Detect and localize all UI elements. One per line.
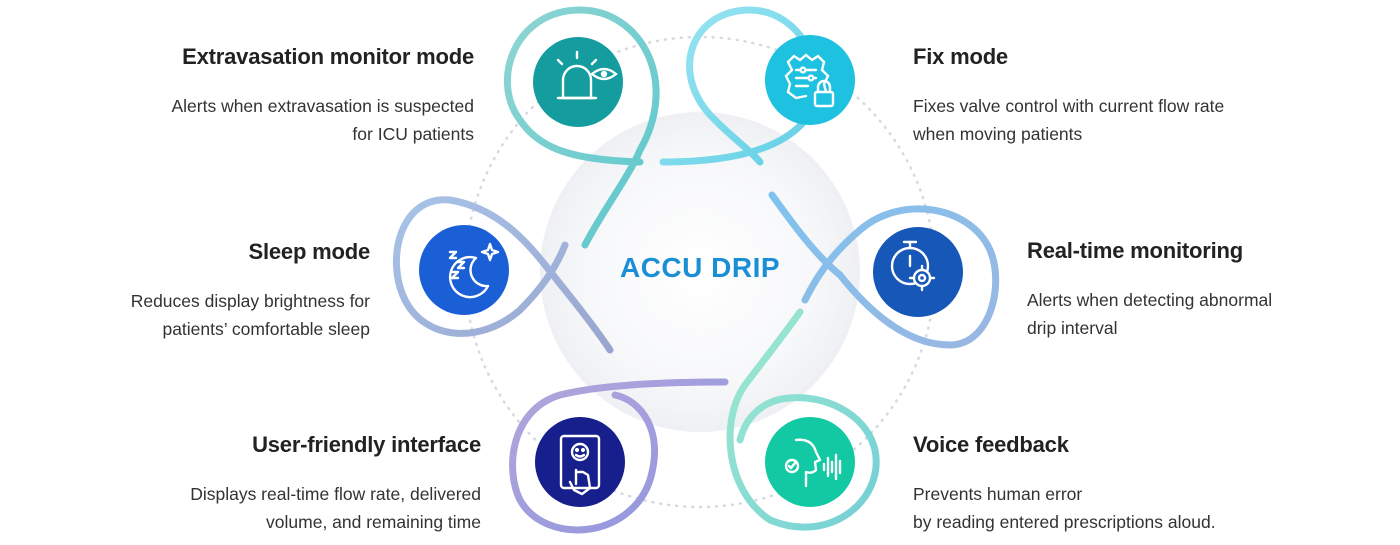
loop-realtime bbox=[768, 191, 1000, 349]
feature-title: Voice feedback bbox=[913, 432, 1069, 457]
feature-title: Fix mode bbox=[913, 44, 1008, 69]
feature-desc-line: drip interval bbox=[1027, 318, 1118, 338]
gear-lock-icon bbox=[784, 53, 835, 108]
extravasation-node bbox=[533, 37, 623, 127]
extravasation-icon-circle bbox=[533, 37, 623, 127]
loop-sleep bbox=[392, 196, 614, 354]
feature-desc-line: Prevents human error bbox=[913, 484, 1083, 504]
voice-node bbox=[765, 417, 855, 507]
loop-ui bbox=[509, 378, 729, 534]
ui-node bbox=[535, 417, 625, 507]
feature-ui: User-friendly interface Displays real-ti… bbox=[190, 432, 481, 536]
sleep-icon-circle bbox=[419, 225, 509, 315]
loop-extravasation bbox=[503, 6, 660, 249]
alarm-eye-icon bbox=[556, 50, 618, 100]
feature-desc-line: Alerts when detecting abnormal bbox=[1027, 290, 1273, 310]
feature-desc-line: volume, and remaining time bbox=[266, 512, 481, 532]
feature-title: Extravasation monitor mode bbox=[182, 44, 474, 69]
touch-screen-icon bbox=[559, 434, 601, 496]
stopwatch-gear-icon bbox=[890, 240, 936, 292]
feature-sleep: Sleep mode Reduces display brightness fo… bbox=[131, 239, 370, 343]
feature-title: Real-time monitoring bbox=[1027, 238, 1244, 263]
feature-desc-line: Fixes valve control with current flow ra… bbox=[913, 96, 1225, 116]
loop-strokes bbox=[392, 6, 1000, 534]
loop-voice bbox=[726, 308, 880, 531]
feature-realtime: Real-time monitoring Alerts when detecti… bbox=[1027, 238, 1272, 342]
feature-desc-line: patients’ comfortable sleep bbox=[162, 319, 370, 339]
feature-fix: Fix mode Fixes valve control with curren… bbox=[913, 44, 1224, 148]
loop-fix bbox=[659, 6, 821, 166]
moon-zzz-icon bbox=[448, 242, 500, 299]
feature-desc-line: Displays real-time flow rate, delivered bbox=[190, 484, 481, 504]
center-title: ACCU DRIP bbox=[619, 252, 781, 283]
feature-title: User-friendly interface bbox=[252, 432, 481, 457]
feature-desc-line: Alerts when extravasation is suspected bbox=[171, 96, 474, 116]
feature-desc-line: for ICU patients bbox=[352, 124, 474, 144]
feature-voice: Voice feedback Prevents human error by r… bbox=[913, 432, 1216, 536]
feature-desc-line: when moving patients bbox=[913, 124, 1083, 144]
feature-extravasation: Extravasation monitor mode Alerts when e… bbox=[171, 44, 474, 148]
voice-icon-circle bbox=[765, 417, 855, 507]
sleep-node bbox=[419, 225, 509, 315]
ui-icon-circle bbox=[535, 417, 625, 507]
realtime-node bbox=[873, 227, 963, 317]
feature-desc-line: by reading entered prescriptions aloud. bbox=[913, 512, 1216, 532]
voice-check-icon bbox=[784, 438, 842, 488]
feature-title: Sleep mode bbox=[248, 239, 371, 264]
fix-node bbox=[765, 35, 855, 125]
feature-desc-line: Reduces display brightness for bbox=[130, 291, 370, 311]
